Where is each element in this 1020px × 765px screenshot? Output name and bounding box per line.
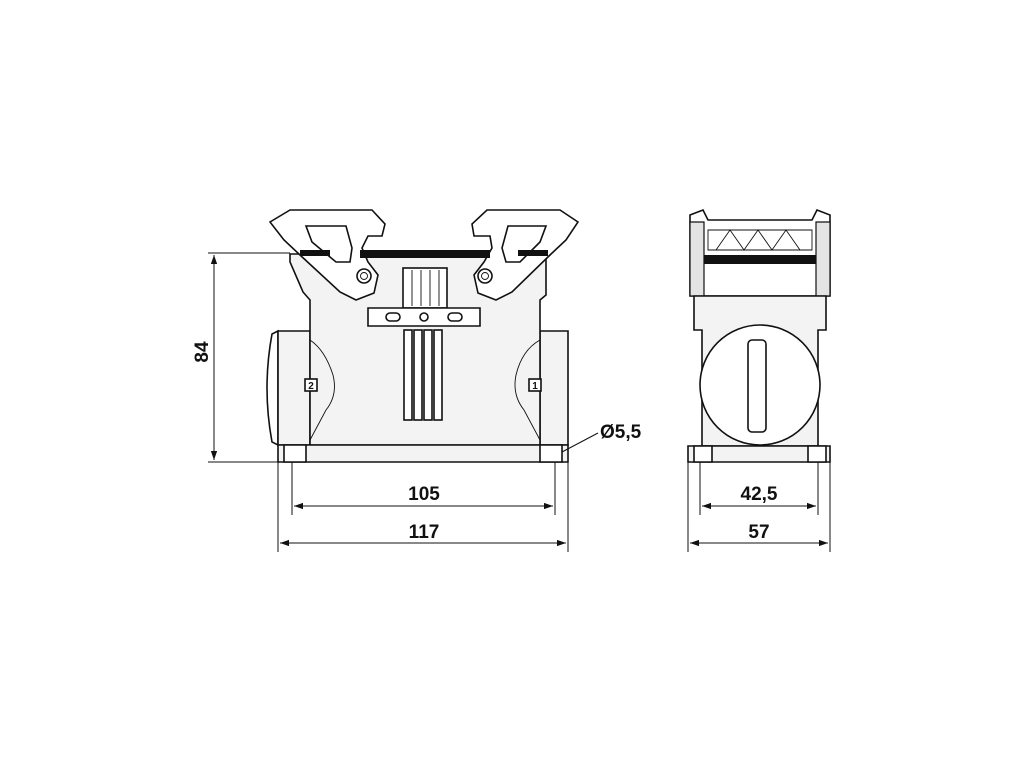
base-flange xyxy=(277,444,569,463)
housing-inner-contour-left xyxy=(309,339,335,441)
top-seal-band xyxy=(360,250,490,258)
hole-diameter-callout: Ø5,5 xyxy=(561,422,642,453)
hole-diameter-label: Ø5,5 xyxy=(600,422,642,443)
right-pivot-screw xyxy=(477,268,493,284)
marker-2: 2 xyxy=(308,381,314,392)
side-lever-right xyxy=(815,221,831,297)
side-hole-spacing-dimension: 42,5 xyxy=(699,462,819,515)
right-pivot-screw-inner xyxy=(481,272,489,280)
marker-1: 1 xyxy=(532,381,538,392)
hole-spacing-dimension: 105 xyxy=(291,462,556,515)
left-pivot-screw-inner xyxy=(360,272,368,280)
side-lever-left xyxy=(689,221,705,297)
overall-width-dimension: 117 xyxy=(277,462,569,552)
left-cable-entry xyxy=(266,329,279,447)
side-left-foot xyxy=(693,445,713,463)
side-width-dimension: 57 xyxy=(687,462,831,552)
hole-spacing-label: 105 xyxy=(408,484,440,505)
overall-width-label: 117 xyxy=(409,522,440,543)
side-width-label: 57 xyxy=(748,522,769,543)
marker-1-box xyxy=(528,378,542,392)
height-dimension: 84 xyxy=(192,252,290,463)
side-lattice xyxy=(707,229,813,251)
left-lever-slot xyxy=(304,225,353,263)
marker-2-box xyxy=(304,378,318,392)
side-view xyxy=(687,208,831,463)
left-mounting-foot xyxy=(283,444,307,463)
lower-ribs xyxy=(403,329,443,421)
left-seal-segment xyxy=(300,250,330,256)
left-pivot-screw xyxy=(356,268,372,284)
front-view: 2 1 xyxy=(266,209,580,463)
center-clip xyxy=(367,267,481,327)
height-label: 84 xyxy=(192,341,213,363)
side-right-foot xyxy=(807,445,827,463)
right-mounting-foot xyxy=(539,444,563,463)
side-seal-band xyxy=(704,255,816,264)
housing-inner-contour-right xyxy=(514,339,541,441)
side-lever-frame xyxy=(689,208,831,297)
right-side-block xyxy=(539,330,569,446)
side-entry-slot xyxy=(747,339,767,433)
right-seal-segment xyxy=(518,250,548,256)
side-hole-spacing-label: 42,5 xyxy=(741,484,778,505)
right-lever-slot xyxy=(501,225,548,263)
